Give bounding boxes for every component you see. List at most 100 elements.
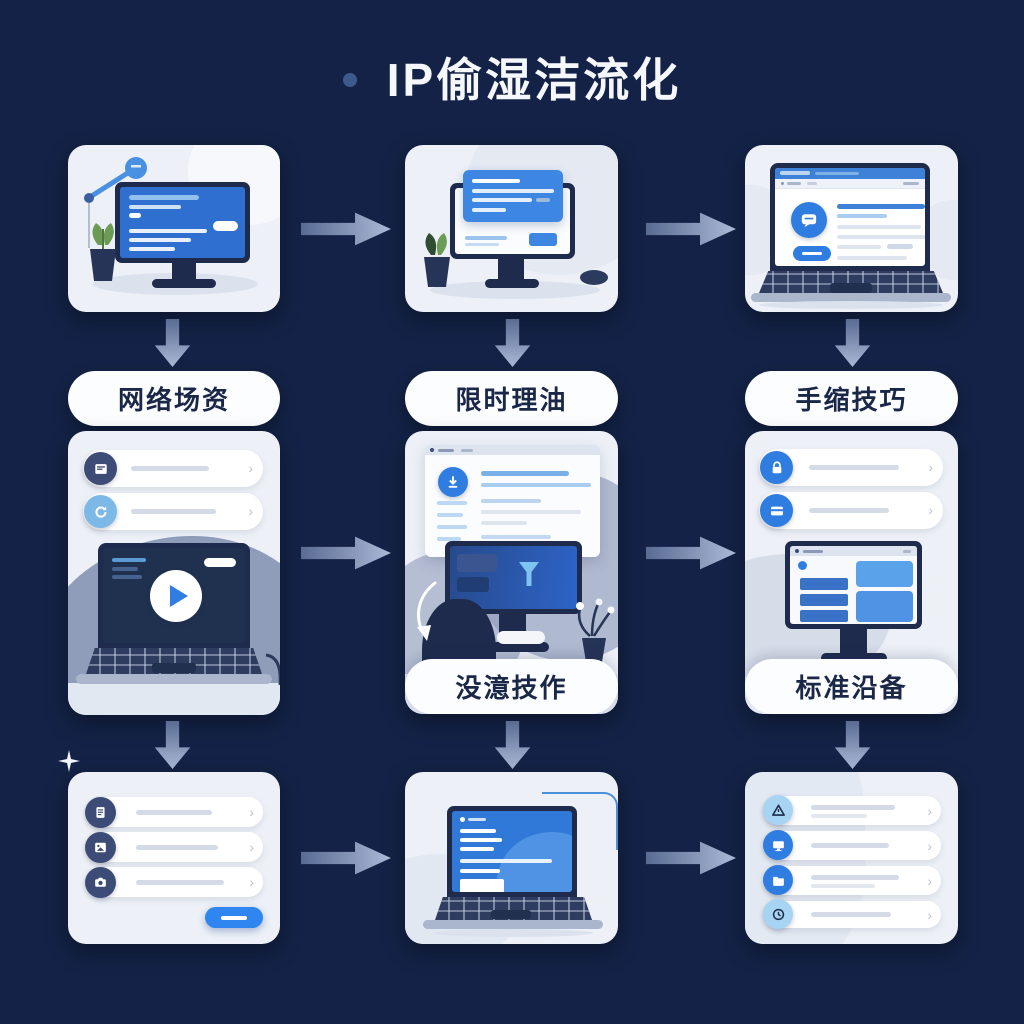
button-label-placeholder xyxy=(221,916,247,920)
laptop-touchpad xyxy=(830,283,872,293)
flow-arrow-down-5 xyxy=(494,721,531,769)
potted-plant xyxy=(90,223,116,281)
button-placeholder xyxy=(529,233,557,246)
decorative-doodles xyxy=(218,167,280,287)
monitor-base xyxy=(821,653,887,663)
flow-arrow-down-1 xyxy=(154,319,191,367)
text-placeholder xyxy=(811,805,895,810)
camera-icon xyxy=(85,867,116,898)
text-placeholder xyxy=(129,238,191,242)
computer-mouse xyxy=(580,270,608,285)
dashboard-block xyxy=(856,591,913,622)
text-placeholder xyxy=(131,466,209,471)
text-placeholder xyxy=(811,884,875,888)
chevron-right-icon: › xyxy=(249,839,254,855)
secondary-monitor xyxy=(445,541,582,614)
text-placeholder xyxy=(472,198,532,202)
flow-arrow-down-3 xyxy=(834,319,871,367)
desktop-monitor xyxy=(115,182,250,263)
laptop-keyboard xyxy=(86,648,262,674)
text-placeholder xyxy=(129,229,207,233)
monitor-stand xyxy=(172,263,196,280)
title-row: IP偷湿洁流化 xyxy=(0,44,1024,110)
browser-window xyxy=(775,168,925,266)
text-placeholder xyxy=(460,829,496,833)
list-item: › xyxy=(88,797,263,827)
flow-arrow-right-3 xyxy=(301,536,391,570)
text-placeholder xyxy=(481,521,527,525)
step-card-settings-list: › › › xyxy=(68,772,280,944)
text-placeholder xyxy=(112,558,146,562)
flow-arrow-right-5 xyxy=(301,841,391,875)
toolbar-text xyxy=(803,549,823,553)
nav-bar-placeholder xyxy=(800,594,848,606)
list-item: › xyxy=(765,831,941,860)
flow-arrow-right-2 xyxy=(646,212,736,246)
tab-placeholder xyxy=(780,171,810,175)
nav-bar-placeholder xyxy=(800,610,848,622)
text-placeholder xyxy=(481,483,591,487)
panel-placeholder xyxy=(460,879,504,892)
text-placeholder xyxy=(536,198,550,202)
text-placeholder xyxy=(465,236,507,240)
text-placeholder xyxy=(811,912,891,917)
text-placeholder xyxy=(112,575,142,579)
refresh-icon xyxy=(84,495,117,528)
dialog-panel xyxy=(463,170,563,222)
step-label-standard: 标准沿备 xyxy=(745,659,958,714)
toolbar-text xyxy=(438,448,454,452)
step-card-laptop-summary xyxy=(405,772,618,944)
dashboard-block xyxy=(856,561,913,587)
logo-text-placeholder xyxy=(468,818,486,821)
play-icon xyxy=(150,570,202,622)
text-placeholder xyxy=(465,243,499,246)
button-label-placeholder xyxy=(802,252,822,255)
text-placeholder xyxy=(129,247,175,251)
step-label-network: 网络场资 xyxy=(68,371,280,426)
divider-placeholder xyxy=(460,859,552,863)
step-label-text: 手缩技巧 xyxy=(795,385,908,415)
heading-placeholder xyxy=(481,471,569,476)
flow-arrow-down-2 xyxy=(494,319,531,367)
laptop-keyboard xyxy=(759,271,943,293)
chevron-right-icon: › xyxy=(927,803,932,819)
step-card-video-laptop: › › xyxy=(68,431,280,715)
text-placeholder xyxy=(811,843,889,848)
text-placeholder xyxy=(837,256,907,260)
window-toolbar xyxy=(790,546,917,556)
browser-toolbar xyxy=(775,179,925,189)
monitor-base xyxy=(152,279,216,288)
text-placeholder xyxy=(437,501,467,505)
browser-title-bar xyxy=(775,168,925,179)
chevron-right-icon: › xyxy=(249,804,254,820)
image-icon xyxy=(85,832,116,863)
text-placeholder xyxy=(481,510,581,514)
monitor-stand xyxy=(840,629,867,655)
step-label-limited: 限时理油 xyxy=(405,371,618,426)
laptop-base xyxy=(76,674,272,684)
screenshot-icon xyxy=(84,452,117,485)
text-placeholder xyxy=(437,537,461,541)
tag-placeholder xyxy=(887,244,913,249)
video-player-screen xyxy=(103,548,245,643)
laptop-screen-frame xyxy=(447,806,577,897)
ground-shadow xyxy=(759,301,943,309)
laptop-base xyxy=(423,920,603,929)
chevron-right-icon: › xyxy=(249,874,254,890)
chevron-right-icon: › xyxy=(927,873,932,889)
list-item: › xyxy=(759,449,943,486)
url-placeholder xyxy=(815,172,859,175)
text-placeholder xyxy=(112,567,138,571)
primary-button-placeholder xyxy=(205,907,263,928)
text-placeholder xyxy=(136,880,224,885)
text-placeholder xyxy=(837,225,921,229)
paper-doodle xyxy=(497,631,545,644)
power-cable xyxy=(265,653,280,685)
step-label-operation: 没澺技作 xyxy=(405,659,618,714)
monitor-stand xyxy=(498,259,524,281)
step-label-text: 网络场资 xyxy=(117,385,230,415)
folder-icon xyxy=(763,865,793,895)
text-placeholder xyxy=(136,810,212,815)
dashboard-monitor xyxy=(785,541,922,629)
